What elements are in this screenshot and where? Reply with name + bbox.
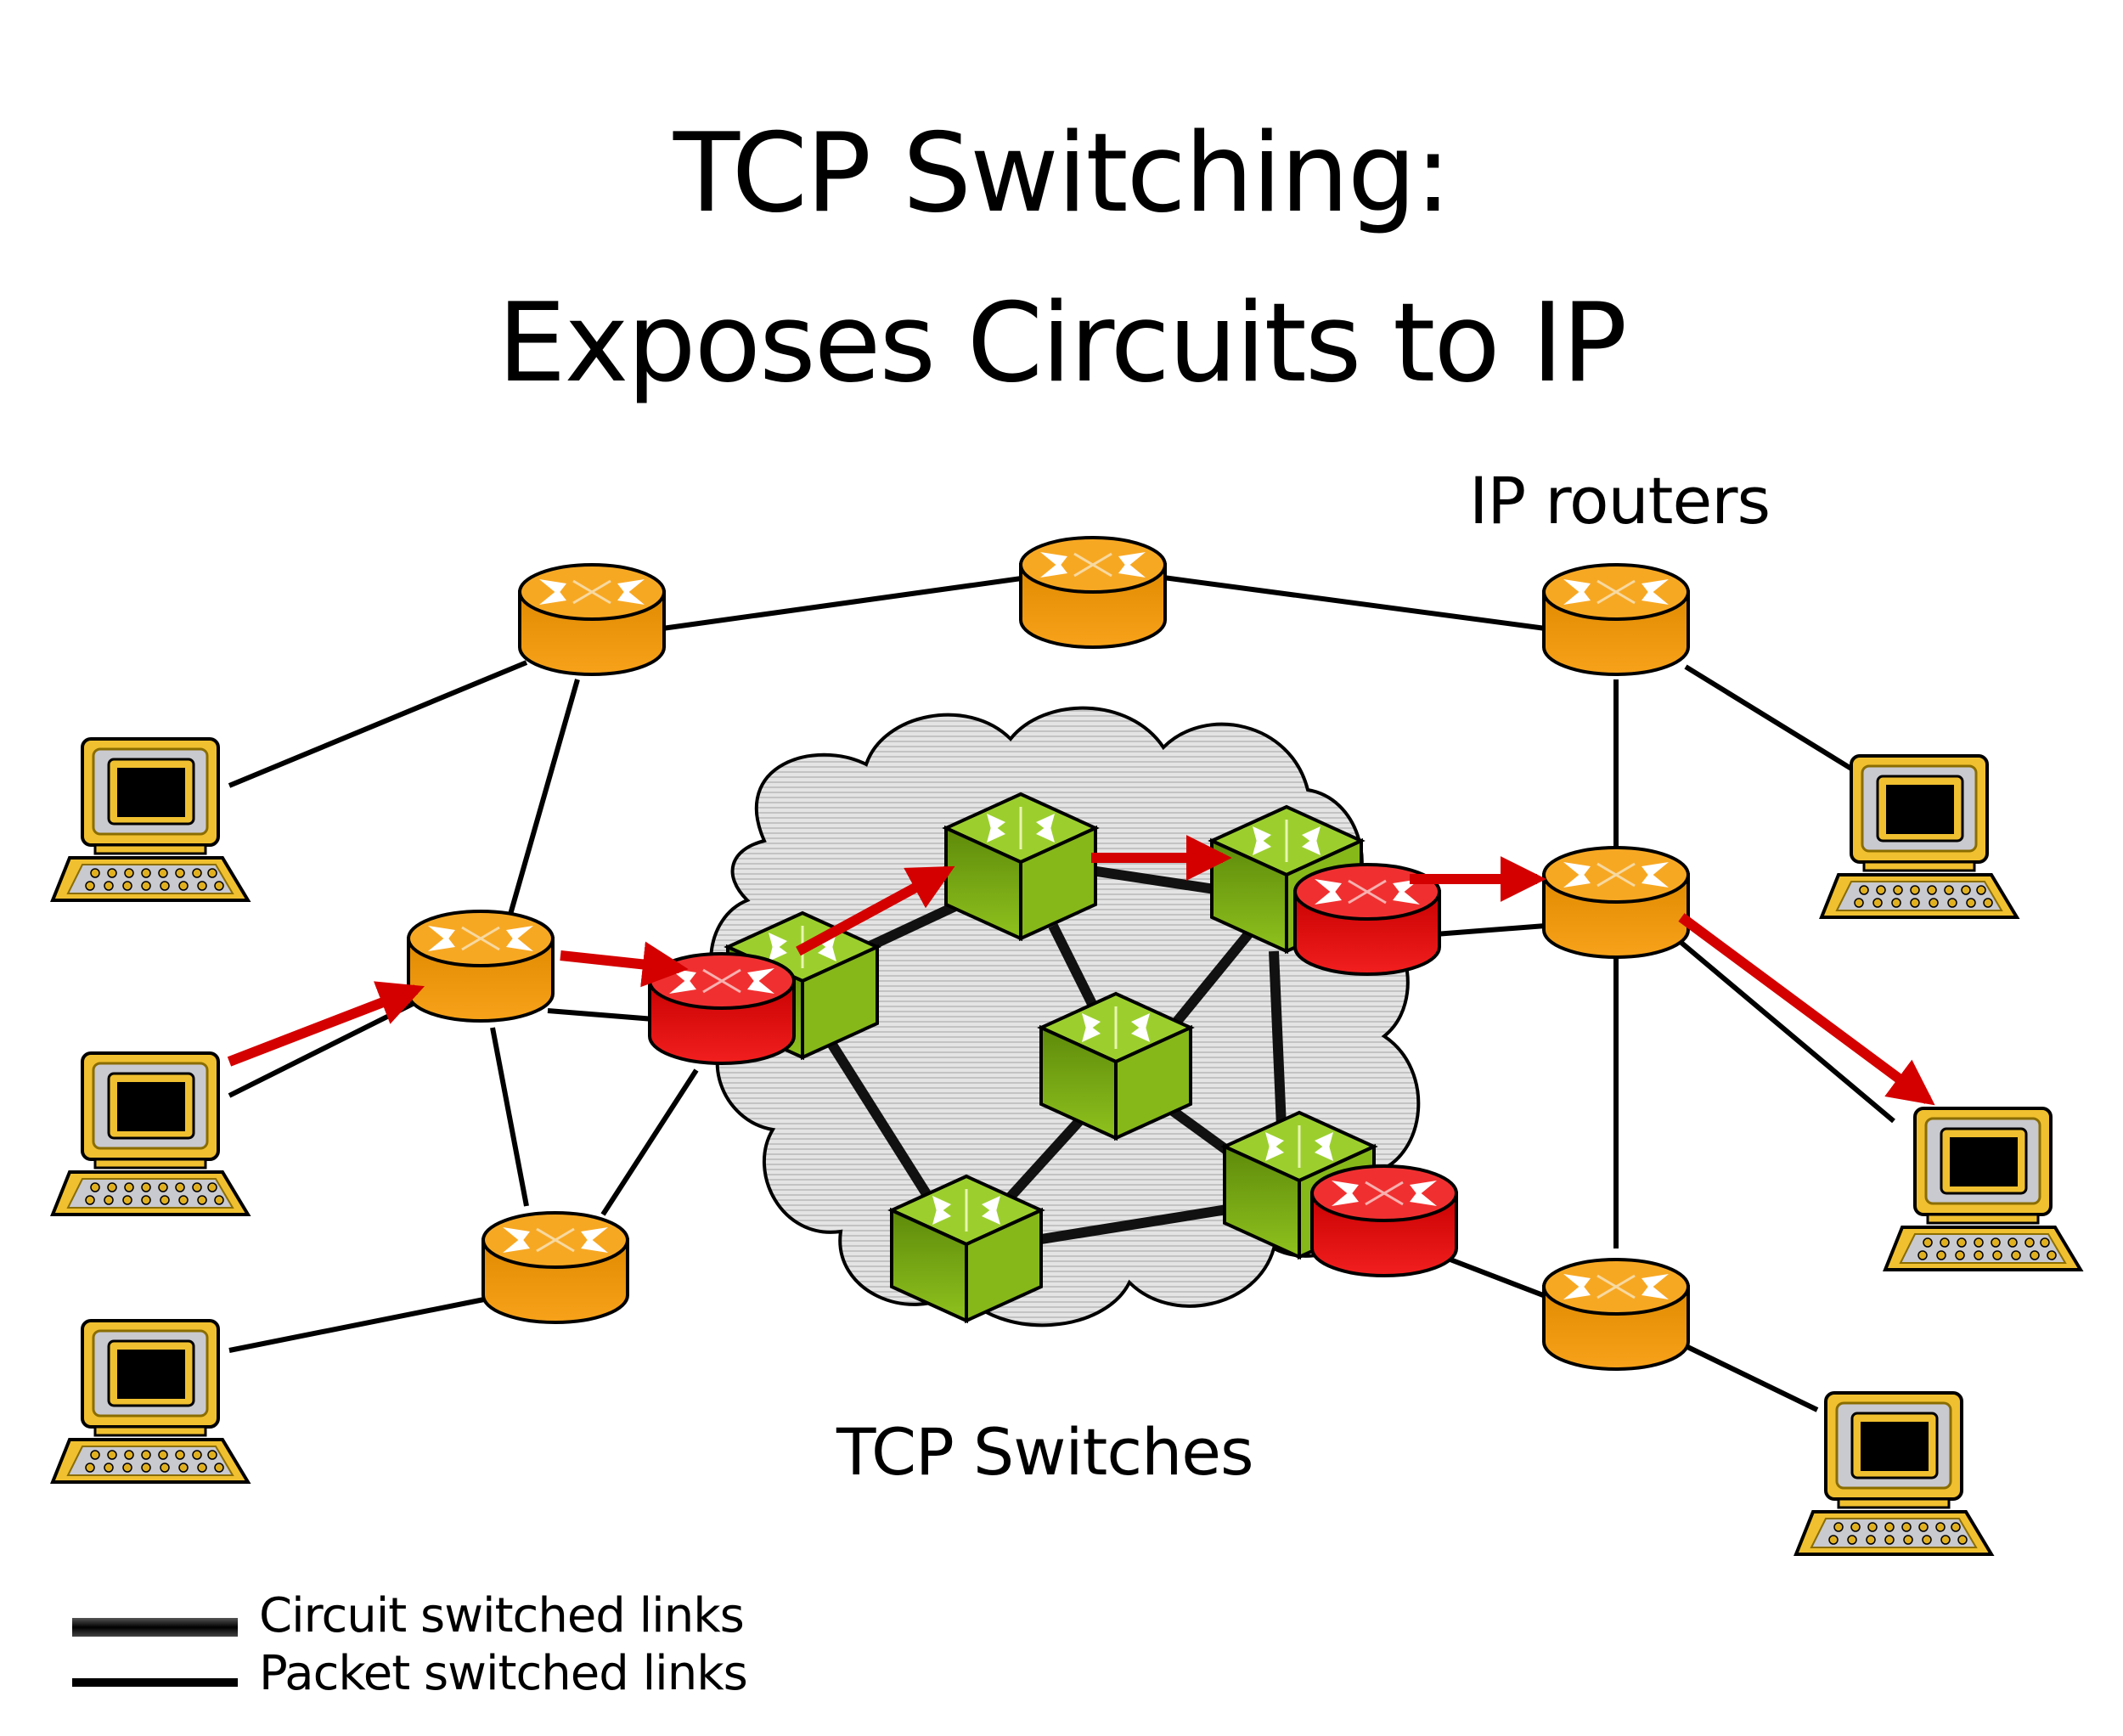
circuit-ingress-bottom-left xyxy=(827,1041,939,1209)
host-left-3-computer-icon xyxy=(51,1319,250,1484)
flow-arrow-1 xyxy=(227,981,425,1067)
circuit-egress-top-egress-bottom xyxy=(1269,950,1287,1147)
link-egress-bottom-router-br xyxy=(1442,1254,1556,1302)
ip-router-top-middle-icon xyxy=(1019,536,1167,649)
host-left-2-computer-icon xyxy=(51,1051,250,1216)
flow-path xyxy=(227,835,1935,1106)
circuit-top-egress-top xyxy=(1090,865,1232,897)
link-router-left-tcp-ingress xyxy=(547,1008,655,1022)
link-router-tl-router-tm xyxy=(662,575,1028,631)
title-line-1: TCP Switching: xyxy=(673,110,1451,237)
ip-router-bottom-right-icon xyxy=(1542,1258,1690,1371)
flow-arrow-2 xyxy=(560,941,689,988)
link-host1-router-tl xyxy=(228,660,528,788)
tcp-switches-label: TCP Switches xyxy=(836,1414,1254,1490)
ip-router-top-right-icon xyxy=(1542,563,1690,676)
host-right-3-computer-icon xyxy=(1794,1391,1993,1556)
circuit-center-bottom-left xyxy=(998,1108,1091,1210)
link-router-bl-tcp-ingress xyxy=(600,1068,699,1216)
flow-arrow-3 xyxy=(796,865,955,956)
ip-router-top-left-icon xyxy=(518,563,666,676)
link-router-tl-router-left xyxy=(507,679,580,918)
circuit-top-center xyxy=(1048,923,1101,1013)
ip-routers-label: IP routers xyxy=(1469,463,1771,538)
link-egress-top-router-rm xyxy=(1434,923,1546,937)
ip-router-bottom-left-icon xyxy=(481,1211,629,1324)
link-host3-router-bl xyxy=(228,1297,485,1353)
host-right-2-computer-icon xyxy=(1884,1107,2082,1271)
circuit-switched-links xyxy=(827,865,1287,1245)
ip-router-left-icon xyxy=(407,910,555,1023)
host-left-1-computer-icon xyxy=(51,737,250,902)
link-router-left-router-bl xyxy=(490,1027,529,1207)
link-router-rm-host5 xyxy=(1680,940,1895,1124)
circuit-egress-top-center xyxy=(1168,931,1253,1031)
flow-arrow-6 xyxy=(1678,913,1935,1106)
legend-packet-line xyxy=(72,1678,238,1687)
link-router-tm-router-tr xyxy=(1163,575,1546,631)
circuit-bottom-left-egress-bottom xyxy=(1035,1201,1249,1245)
packet-switched-links xyxy=(228,575,1895,1412)
legend-packet-label: Packet switched links xyxy=(259,1646,748,1701)
legend-circuit-label: Circuit switched links xyxy=(259,1588,745,1643)
legend-circuit-line xyxy=(72,1618,238,1637)
title-line-2: Exposes Circuits to IP xyxy=(497,280,1628,407)
tcp-router-egress-bottom-icon xyxy=(1310,1164,1458,1277)
ip-router-right-middle-icon xyxy=(1542,846,1690,959)
link-router-tr-host4 xyxy=(1684,664,1853,771)
host-right-1-computer-icon xyxy=(1820,754,2019,919)
link-router-br-host6 xyxy=(1675,1339,1819,1412)
